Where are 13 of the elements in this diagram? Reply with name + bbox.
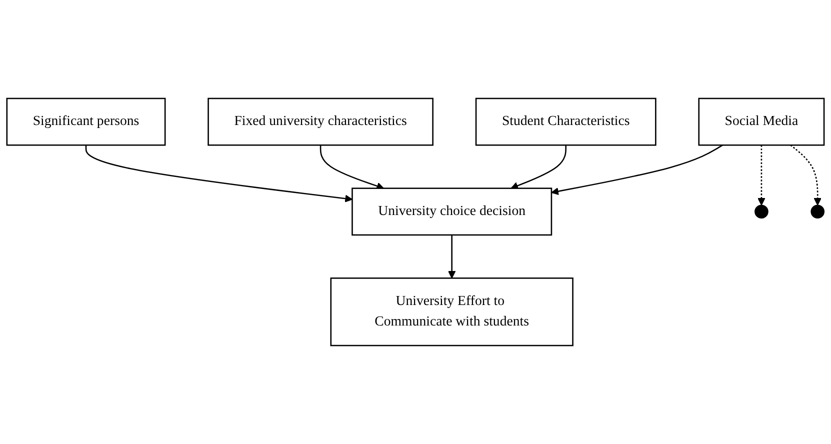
arrow [448,234,456,278]
node-box: University choice decision [352,188,552,236]
node-box: Fixed university characteristics [208,98,434,146]
arrow [758,145,766,206]
arrow [85,145,353,202]
arrow [790,144,822,206]
node-box: Student Characteristics [475,98,656,146]
node-box: Significant persons [6,98,166,146]
node-box: Social Media [698,98,825,146]
arrow [320,145,384,190]
arrow [510,145,566,190]
node-box: University Effort to Communicate with students [330,278,574,346]
arrow [551,144,724,196]
